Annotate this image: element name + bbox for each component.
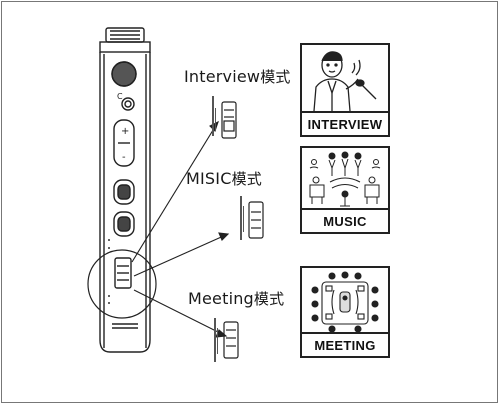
panel-meeting-caption: MEETING <box>302 332 388 356</box>
mode-label-meeting-cn: 模式 <box>253 290 285 308</box>
fine-print-marks <box>212 96 244 362</box>
panel-interview-caption: INTERVIEW <box>302 111 388 135</box>
mode-label-interview: Interview模式 <box>184 66 291 87</box>
mode-label-music-cn: 模式 <box>231 170 262 188</box>
panel-meeting: MEETING <box>300 266 390 358</box>
interviewer-with-microphone-icon <box>313 51 377 112</box>
svg-text:-: - <box>122 152 126 163</box>
mini-switch-interview <box>221 101 237 139</box>
mini-switch-meeting <box>223 321 239 359</box>
svg-text:+: + <box>121 126 129 137</box>
mode-label-meeting: Meeting模式 <box>188 288 284 309</box>
voice-recorder-icon: C + - <box>99 27 151 353</box>
pointer-arrows <box>131 120 230 338</box>
mode-label-music-latin: MISIC <box>186 169 232 188</box>
orchestra-performers-icon <box>309 151 381 207</box>
mode-label-meeting-latin: Meeting <box>188 289 254 308</box>
switch-magnifier-circle <box>87 249 157 319</box>
conference-table-icon <box>311 271 379 333</box>
mini-switch-music <box>248 201 264 239</box>
panel-music-caption: MUSIC <box>302 208 388 232</box>
mode-label-interview-latin: Interview <box>184 67 261 86</box>
mode-label-interview-cn: 模式 <box>260 68 291 86</box>
svg-text:C: C <box>117 92 123 101</box>
panel-interview: INTERVIEW <box>300 43 390 137</box>
mode-label-music: MISIC模式 <box>186 168 262 189</box>
panel-music: MUSIC <box>300 146 390 234</box>
